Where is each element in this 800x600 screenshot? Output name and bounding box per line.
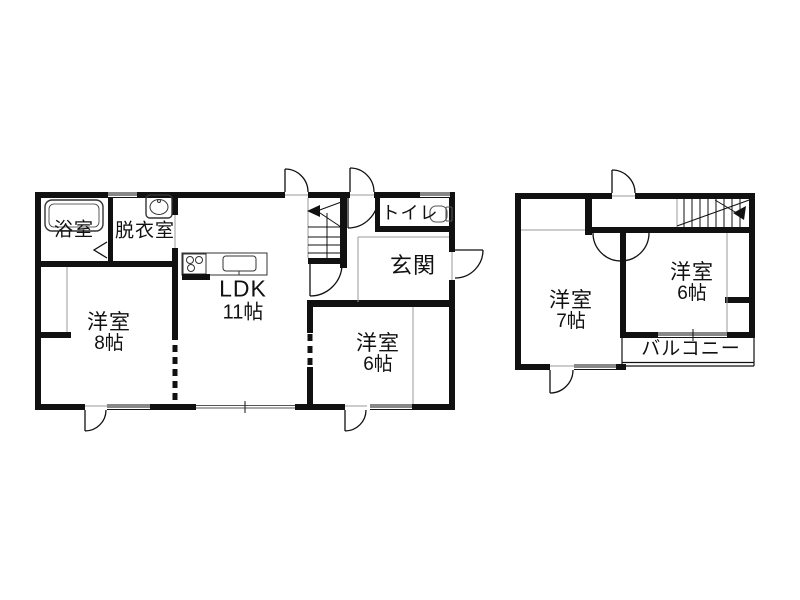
kitchen-counter-icon	[181, 252, 268, 280]
door-ldk-rear	[284, 168, 309, 193]
label-entrance: 玄関	[389, 252, 437, 278]
floor2-plan	[515, 169, 755, 394]
label-west6-f2-name: 洋室	[670, 261, 714, 285]
window-bottom-west6	[370, 404, 412, 410]
floor1-windows	[107, 192, 450, 413]
stairs-up-arrow-icon	[307, 205, 320, 217]
floor1-plan	[35, 167, 484, 432]
door-entrance-front	[454, 249, 484, 279]
door-ldk-hall	[309, 263, 343, 297]
window-bottom-west8	[107, 404, 150, 410]
floor2-thin-lines	[521, 195, 728, 367]
label-west7-f2-size: 7帖	[556, 311, 586, 333]
door-west7-exterior	[549, 369, 574, 394]
floor1-thin-lines	[66, 194, 453, 407]
toilet-icon	[429, 205, 453, 223]
floor2-windows	[574, 329, 727, 370]
label-west6-f1-size: 6帖	[363, 354, 393, 376]
label-west7-f2-name: 洋室	[549, 289, 593, 313]
label-dressing: 脱衣室	[114, 220, 176, 242]
label-toilet: トイレ	[381, 203, 439, 224]
floor1-stairs	[307, 200, 345, 258]
window-west6-balcony	[658, 329, 727, 341]
bath-folding-door-icon	[92, 241, 108, 259]
window-top-bath	[108, 192, 137, 198]
floor1-doors	[84, 167, 484, 432]
label-ldk-name: LDK	[219, 275, 267, 302]
floor1-sliding-partitions	[172, 334, 313, 403]
balcony-railing	[621, 338, 755, 367]
window-ldk-sliding	[196, 401, 295, 413]
label-west7-f2: 洋室 7帖	[549, 289, 593, 333]
label-west8: 洋室 8帖	[87, 311, 131, 355]
label-ldk: LDK 11帖	[219, 275, 267, 324]
label-balcony: バルコニー	[641, 338, 741, 360]
window-top-toilet	[420, 192, 450, 198]
label-west6-f1: 洋室 6帖	[356, 332, 400, 376]
door-hall-rear	[349, 167, 375, 193]
door-hall-inner	[347, 197, 379, 229]
floor1-fixtures	[44, 194, 453, 280]
label-west8-name: 洋室	[87, 311, 131, 335]
floor2-walls	[515, 193, 755, 370]
window-west7-bottom	[574, 364, 616, 370]
stairs-down-arrow-icon	[733, 206, 746, 220]
label-ldk-size: 11帖	[222, 301, 264, 324]
floor2-doors	[549, 169, 650, 394]
label-west6-f2: 洋室 6帖	[670, 261, 714, 305]
doors-hall2-rooms	[592, 232, 650, 262]
door-west6-exterior	[344, 409, 367, 432]
door-west8-exterior	[84, 409, 107, 432]
label-bath: 浴室	[53, 219, 95, 241]
door-hall2-top	[611, 169, 636, 194]
floor2-stairs	[676, 198, 753, 227]
bathtub-icon	[44, 199, 104, 232]
washbasin-icon	[145, 194, 173, 219]
label-west6-f1-name: 洋室	[356, 332, 400, 356]
floor1-walls	[35, 192, 455, 410]
label-west6-f2-size: 6帖	[677, 283, 707, 305]
label-west8-size: 8帖	[94, 333, 124, 355]
